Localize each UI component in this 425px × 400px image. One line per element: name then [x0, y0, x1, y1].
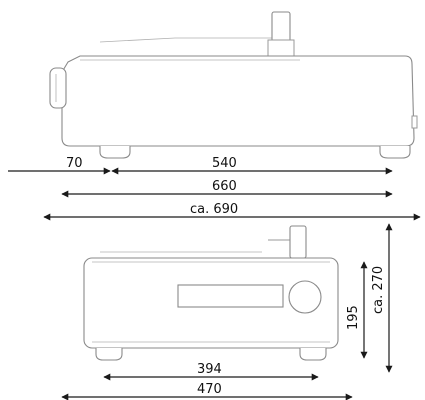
dim-label-total: 660: [212, 179, 237, 194]
side-knob: [49, 67, 67, 109]
side-body: [61, 55, 415, 147]
dim-label-gap: 70: [66, 156, 83, 171]
side-view: [49, 11, 418, 159]
dim-label-body-height: 195: [346, 305, 361, 330]
dim-label-total-width: 470: [197, 382, 222, 397]
side-dimensions: 70 540 660 ca. 690: [8, 156, 421, 221]
dim-label-overall: ca. 690: [190, 202, 238, 217]
side-rear-connector: [411, 115, 418, 129]
front-dimensions: 195 ca. 270 394 470: [61, 223, 393, 400]
side-top-platter: [99, 37, 272, 43]
dim-label-depth: 540: [212, 156, 237, 171]
side-foot-front: [99, 146, 131, 159]
front-knob: [288, 280, 322, 314]
dim-label-total-height: ca. 270: [371, 266, 386, 314]
front-foot-left: [95, 348, 123, 361]
front-foot-right: [299, 348, 327, 361]
front-tonearm-pillar: [289, 225, 307, 259]
dim-label-inner-width: 394: [197, 362, 222, 377]
front-display: [177, 284, 284, 308]
side-tonearm-base: [267, 39, 295, 58]
front-view: [83, 225, 339, 361]
side-foot-rear: [379, 146, 411, 159]
